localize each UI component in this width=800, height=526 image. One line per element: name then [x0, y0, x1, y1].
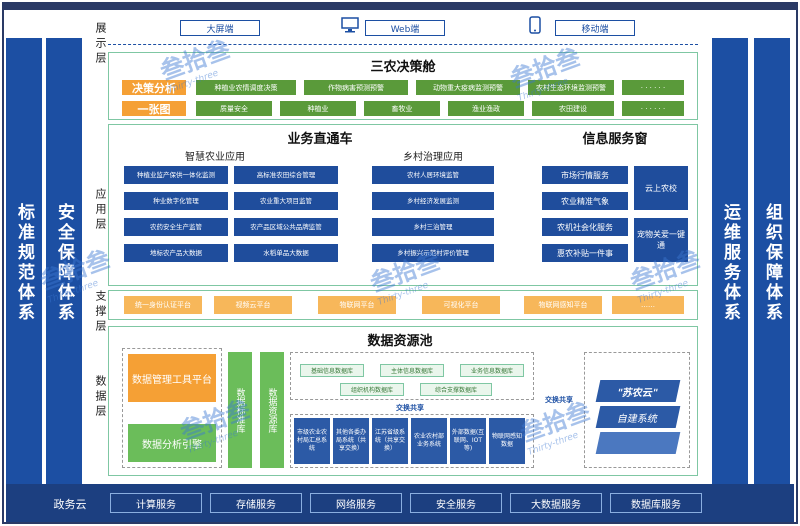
data-standard-db: 数据标准库 [228, 352, 252, 468]
exchange-label-right: 交换共享 [545, 396, 573, 404]
rural-gov-title: 乡村治理应用 [403, 151, 463, 163]
smart-agri-item: 地标农产品大数据 [124, 244, 228, 262]
mobile-label: 移动端 [581, 24, 609, 35]
display-divider [108, 44, 698, 45]
info-item: 农机社会化服务 [542, 218, 628, 236]
org-system-column: 组织保障体系 [754, 38, 790, 488]
rural-gov-item: 乡村三治管理 [372, 218, 494, 236]
source-item: 市级农业农村局汇总系统 [294, 418, 330, 464]
support-item: 物联网平台 [318, 296, 396, 314]
decision-item: · · · · · · [622, 101, 684, 116]
data-resource-db: 数据资源库 [260, 352, 284, 468]
support-item: 统一身份认证平台 [124, 296, 202, 314]
decision-item: 农村生态环境监测预警 [528, 80, 614, 95]
security-system-label: 安全保障体系 [54, 203, 74, 323]
self-built-system: 自建系统 [595, 406, 681, 428]
data-layer-label: 数据层 [94, 375, 107, 420]
decision-item: 渔业渔政 [448, 101, 524, 116]
big-screen-device: 大屏端 [180, 20, 260, 36]
rural-gov-item: 农村人居环境监管 [372, 166, 494, 184]
support-item: 可视化平台 [422, 296, 500, 314]
smart-agri-title: 智慧农业应用 [185, 151, 245, 163]
source-item: 江苏省级系统（共享交换） [372, 418, 408, 464]
mobile-device: 移动端 [555, 20, 635, 36]
support-item: …… [612, 296, 684, 314]
ops-system-column: 运维服务体系 [712, 38, 748, 488]
mobile-icon [528, 15, 542, 35]
security-service: 安全服务 [410, 493, 502, 513]
tools-dashed-box [122, 348, 222, 468]
decision-item: 畜牧业 [364, 101, 440, 116]
info-title: 信息服务窗 [582, 131, 648, 147]
compute-service: 计算服务 [110, 493, 202, 513]
smart-agri-item: 种业数字化管理 [124, 192, 228, 210]
data-tool-platform: 数据管理工具平台 [128, 354, 216, 402]
data-pool-title: 数据资源池 [367, 333, 433, 349]
smart-agri-item: 农业重大项目监管 [234, 192, 338, 210]
decision-item: 动物重大疫病监测预警 [416, 80, 520, 95]
network-service: 网络服务 [310, 493, 402, 513]
top-bar [2, 2, 798, 10]
db-tag: 综合支撑数据库 [420, 383, 492, 396]
security-system-column: 安全保障体系 [46, 38, 82, 488]
data-analysis-engine: 数据分析引擎 [128, 424, 216, 462]
web-label: Web端 [390, 24, 420, 35]
decision-title: 三农决策舱 [370, 59, 436, 75]
smart-agri-item: 种植业监产保供一体化监测 [124, 166, 228, 184]
support-item: 物联网感知平台 [524, 296, 602, 314]
rural-gov-item: 乡村振兴示范村评价管理 [372, 244, 494, 262]
gov-cloud-label: 政务云 [53, 498, 87, 511]
cloud-layer-block [595, 432, 681, 454]
info-item: 云上农校 [634, 166, 688, 210]
cloud-box [584, 352, 690, 468]
infrastructure-band [6, 484, 794, 522]
web-device: Web端 [365, 20, 445, 36]
db-tag: 业务信息数据库 [460, 364, 524, 377]
rural-gov-item: 乡村经济发展监测 [372, 192, 494, 210]
smart-agri-item: 高标准农田综合管理 [234, 166, 338, 184]
db-tag: 组织机构数据库 [340, 383, 404, 396]
su-nong-cloud: "苏农云" [595, 380, 681, 402]
bigdata-service: 大数据服务 [510, 493, 602, 513]
business-title: 业务直通车 [287, 131, 353, 147]
source-box [290, 414, 534, 468]
info-item: 惠农补贴一件事 [542, 244, 628, 262]
application-layer-label: 应用层 [94, 188, 107, 233]
db-tag: 主体信息数据库 [380, 364, 444, 377]
smart-agri-item: 水稻单品大数据 [234, 244, 338, 262]
source-item: 农业农村部业务系统 [411, 418, 447, 464]
database-service: 数据库服务 [610, 493, 702, 513]
info-item: 宠物关爱一键通 [634, 218, 688, 262]
source-item: 物联网感知数据 [489, 418, 525, 464]
storage-service: 存储服务 [210, 493, 302, 513]
decision-item: 质量安全 [196, 101, 272, 116]
decision-item: 种植业农情调度决策 [196, 80, 296, 95]
big-screen-label: 大屏端 [206, 24, 234, 35]
db-tags-box [290, 352, 534, 400]
source-item: 其他各委办局系统（共享交换） [333, 418, 369, 464]
exchange-label: 交换共享 [396, 404, 424, 412]
decision-item: 农田建设 [532, 101, 614, 116]
db-tag: 基础信息数据库 [300, 364, 364, 377]
decision-analysis-tag: 决策分析 [122, 80, 186, 95]
standard-system-column: 标准规范体系 [6, 38, 42, 488]
standard-system-label: 标准规范体系 [14, 203, 34, 323]
info-item: 农业精准气象 [542, 192, 628, 210]
ops-system-label: 运维服务体系 [720, 203, 740, 323]
decision-item: 作物病害预测预警 [304, 80, 408, 95]
one-map-tag: 一张图 [122, 101, 186, 116]
smart-agri-item: 农产品区域公共品牌监管 [234, 218, 338, 236]
support-layer-label: 支撑层 [94, 290, 107, 335]
decision-item: 种植业 [280, 101, 356, 116]
info-item: 市场行情服务 [542, 166, 628, 184]
support-item: 视频云平台 [214, 296, 292, 314]
display-layer-label: 展示层 [94, 22, 107, 67]
source-item: 外部数据(互联网、IOT等) [450, 418, 486, 464]
org-system-label: 组织保障体系 [762, 203, 782, 323]
monitor-icon [340, 16, 360, 34]
smart-agri-item: 农药安全生产监管 [124, 218, 228, 236]
decision-item: · · · · · · [622, 80, 684, 95]
